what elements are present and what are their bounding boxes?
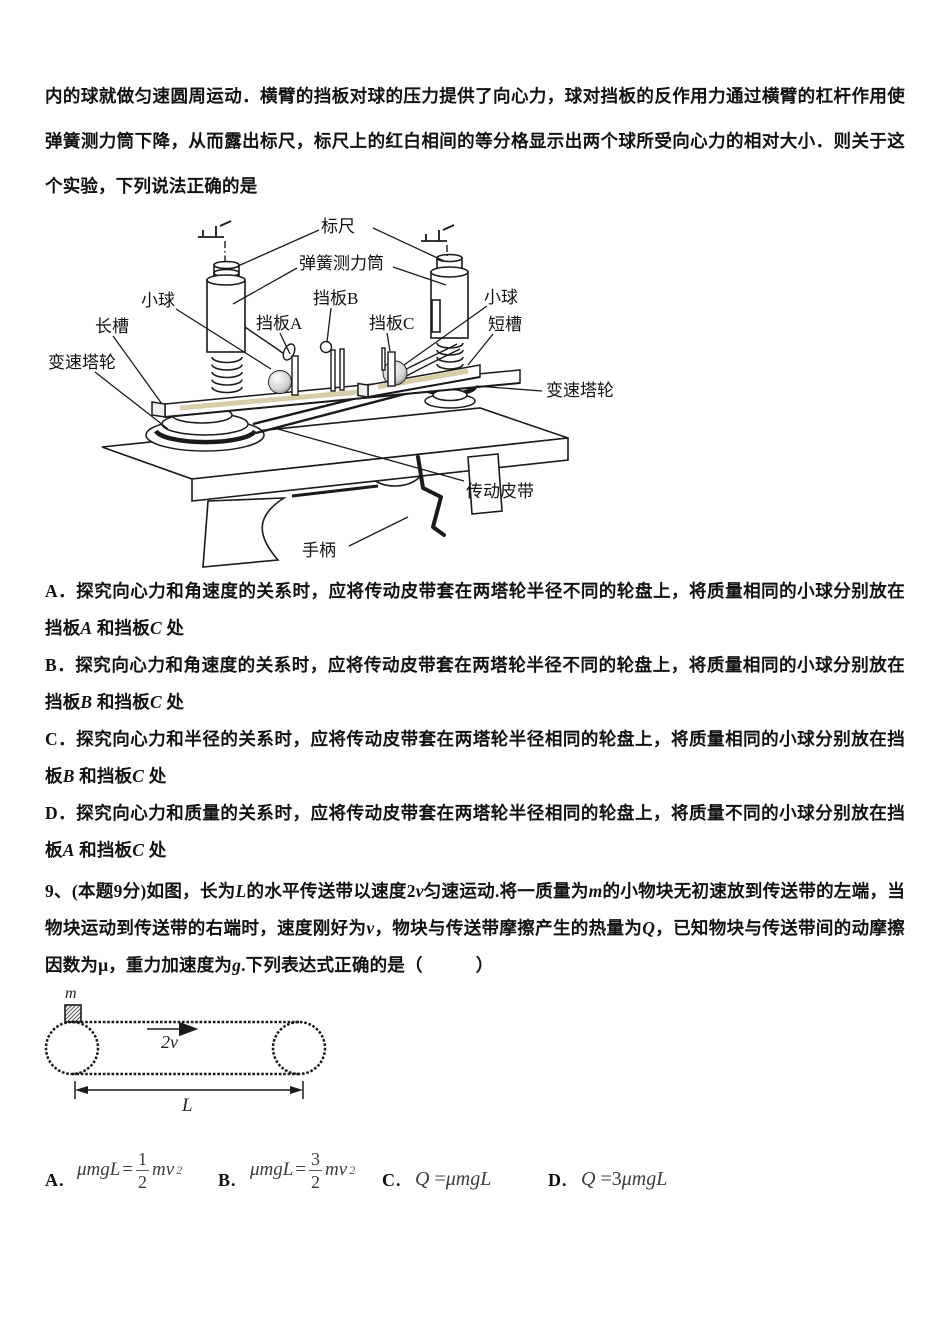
option-a: A．探究向心力和角速度的关系时，应将传动皮带套在两塔轮半径不同的轮盘上，将质量相…: [45, 581, 905, 638]
under-belt-line: [291, 484, 379, 498]
option-b-letter: B.: [218, 1170, 237, 1190]
option-d-letter: D.: [548, 1170, 568, 1190]
intro-paragraph: 内的球就做匀速圆周运动．横臂的挡板对球的压力提供了向心力，球对挡板的反作用力通过…: [45, 86, 905, 196]
crank-handle: [416, 455, 446, 537]
base-left-leg: [202, 497, 287, 568]
spring-tube-left: [206, 260, 246, 394]
label-short-slot: 短槽: [488, 315, 522, 334]
label-baffle-a: 挡板A: [256, 314, 303, 333]
label-tower-left: 变速塔轮: [48, 353, 116, 372]
label-handle: 手柄: [302, 541, 336, 560]
option-a-letter: A.: [45, 1170, 65, 1190]
base-front-face: [191, 437, 569, 502]
label-long-slot: 长槽: [95, 317, 129, 336]
label-speed-2v: 2v: [161, 1032, 178, 1052]
block-m: [64, 1004, 82, 1023]
baffle-b-prong1: [330, 349, 336, 392]
label-ruler: 标尺: [321, 217, 355, 236]
balls-and-baffles: [244, 326, 461, 396]
label-mass-m: m: [65, 985, 77, 1002]
label-length-L: L: [181, 1095, 193, 1116]
option-c: C．探究向心力和半径的关系时，应将传动皮带套在两塔轮半径相同的轮盘上，将质量相同…: [45, 729, 905, 786]
option-c-formula: Q =μmgL: [415, 1168, 492, 1190]
option-b: B．探究向心力和角速度的关系时，应将传动皮带套在两塔轮半径不同的轮盘上，将质量相…: [45, 655, 905, 712]
ball-left: [268, 370, 292, 394]
flag-left: [198, 220, 232, 238]
label-baffle-c: 挡板C: [369, 314, 414, 333]
label-ball-left: 小球: [141, 291, 175, 310]
baffle-c-plate: [387, 351, 396, 387]
base-right-leg: [467, 453, 503, 515]
baffle-a-plate: [291, 355, 299, 396]
pulley-right: [271, 1020, 327, 1076]
option-d-formula: Q =3μmgL: [581, 1168, 668, 1190]
pulley-left: [44, 1020, 100, 1076]
baffle-b-knob: [319, 340, 333, 354]
option-d: D．探究向心力和质量的关系时，应将传动皮带套在两塔轮半径相同的轮盘上，将质量不同…: [45, 803, 905, 860]
baffle-b-prong2: [339, 348, 345, 391]
question9-stem: 9、(本题9分)如图，长为L的水平传送带以速度2v匀速运动.将一质量为m的小物块…: [45, 881, 906, 975]
axis-marks: [198, 220, 455, 263]
length-dimension: [74, 1081, 304, 1099]
label-drive-belt: 传动皮带: [466, 482, 534, 501]
spring-left: [211, 356, 243, 394]
conveyor-belt-figure: m 2v L: [44, 985, 327, 1116]
option-c-letter: C.: [382, 1170, 402, 1190]
leader-lines: [94, 227, 543, 547]
baffle-c-prong: [381, 347, 386, 371]
label-spring-tube: 弹簧测力筒: [299, 254, 384, 273]
apparatus-base: [101, 407, 569, 568]
label-baffle-b: 挡板B: [313, 289, 358, 308]
spring-tube-right: [430, 253, 469, 370]
tube-slot-window: [431, 299, 441, 333]
apparatus-figure: 标尺 弹簧测力筒 小球 挡板A 挡板B 挡板C 小球 长槽 短槽 变速塔轮 变速…: [48, 217, 614, 568]
flag-right: [421, 224, 455, 242]
label-ball-right: 小球: [484, 288, 518, 307]
label-tower-right: 变速塔轮: [546, 381, 614, 400]
question8-options: A．探究向心力和角速度的关系时，应将传动皮带套在两塔轮半径不同的轮盘上，将质量相…: [45, 573, 905, 869]
